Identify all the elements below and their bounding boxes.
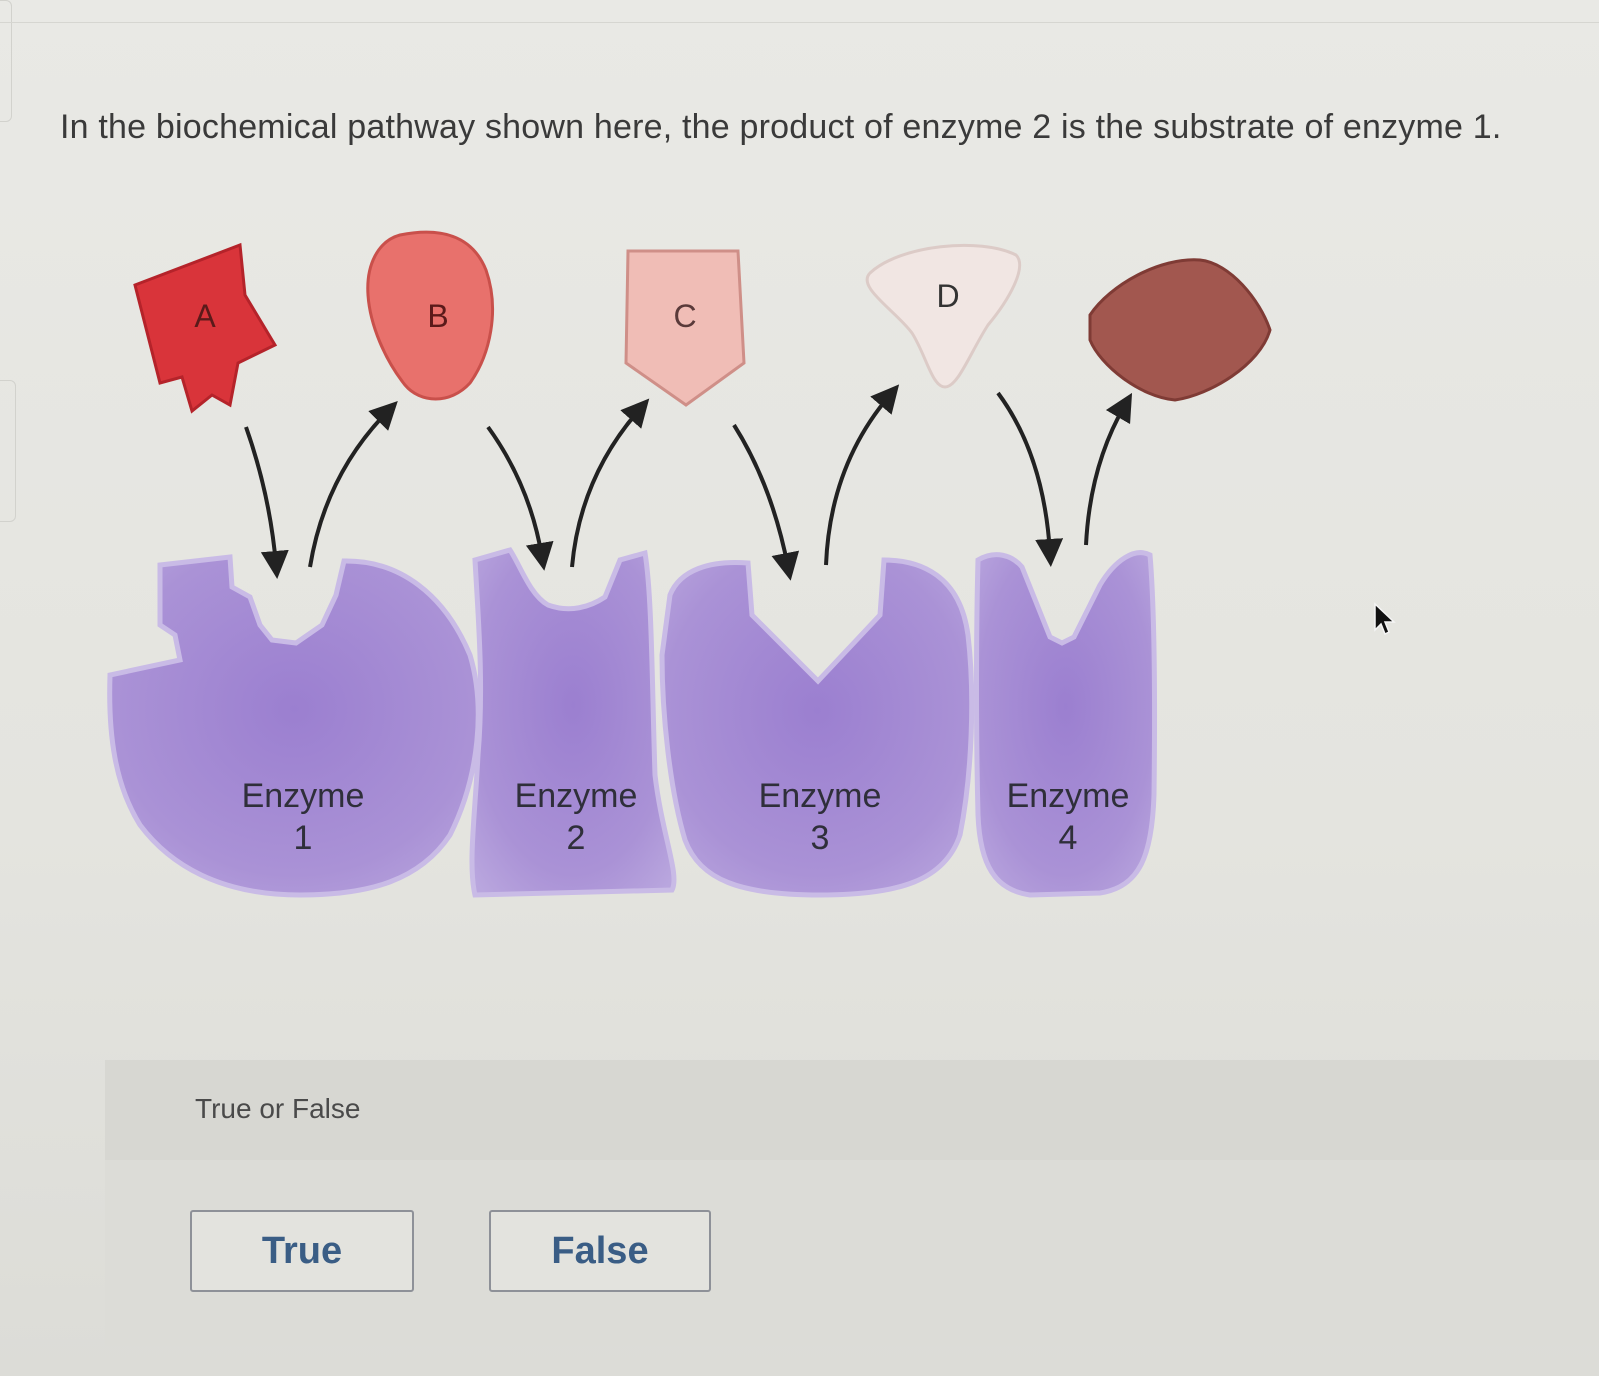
molecule-c: C xyxy=(624,249,746,407)
arrow-a-to-enzyme1 xyxy=(244,426,289,579)
side-panel-edge xyxy=(0,0,12,122)
molecule-b-label: B xyxy=(427,298,448,334)
enzyme-3: Enzyme 3 xyxy=(659,557,975,898)
enzyme-2-name: Enzyme xyxy=(515,777,638,815)
molecule-final-product xyxy=(1088,258,1272,402)
molecule-b: B xyxy=(366,230,495,401)
arrow-enzyme3-to-d xyxy=(824,384,900,566)
side-tab[interactable] xyxy=(0,380,16,522)
arrow-enzyme1-to-b xyxy=(308,401,398,568)
molecule-a-label: A xyxy=(194,298,216,334)
molecule-d-label: D xyxy=(936,278,959,314)
molecule-a: A xyxy=(133,242,278,414)
enzyme-1-number: 1 xyxy=(294,819,313,857)
arrow-enzyme4-to-product xyxy=(1084,392,1133,546)
arrow-enzyme2-to-c xyxy=(570,398,650,568)
true-button[interactable]: True xyxy=(190,1210,414,1292)
enzyme-2: Enzyme 2 xyxy=(469,547,677,898)
answer-prompt: True or False xyxy=(195,1093,361,1124)
enzyme-4-name: Enzyme xyxy=(1007,777,1130,815)
mouse-pointer-icon xyxy=(1374,602,1396,636)
molecule-c-label: C xyxy=(673,298,696,334)
answer-panel: True or False True False xyxy=(105,1060,1599,1346)
enzyme-2-number: 2 xyxy=(567,819,586,857)
false-button[interactable]: False xyxy=(489,1210,711,1292)
pathway-arrows xyxy=(244,384,1133,581)
pathway-diagram: A B C D Enzym xyxy=(107,230,1272,898)
molecule-d: D xyxy=(865,243,1022,389)
enzyme-3-name: Enzyme xyxy=(759,777,882,815)
arrow-d-to-enzyme4 xyxy=(996,391,1064,567)
answer-header: True or False xyxy=(105,1060,1599,1160)
enzyme-1: Enzyme 1 xyxy=(107,554,481,898)
header-divider xyxy=(0,22,1599,23)
enzyme-4: Enzyme 4 xyxy=(974,550,1158,898)
arrow-b-to-enzyme2 xyxy=(486,425,554,571)
question-text: In the biochemical pathway shown here, t… xyxy=(60,108,1502,146)
enzyme-1-name: Enzyme xyxy=(242,777,365,815)
arrow-c-to-enzyme3 xyxy=(732,423,800,581)
enzyme-4-number: 4 xyxy=(1059,819,1078,857)
enzyme-3-number: 3 xyxy=(811,819,830,857)
